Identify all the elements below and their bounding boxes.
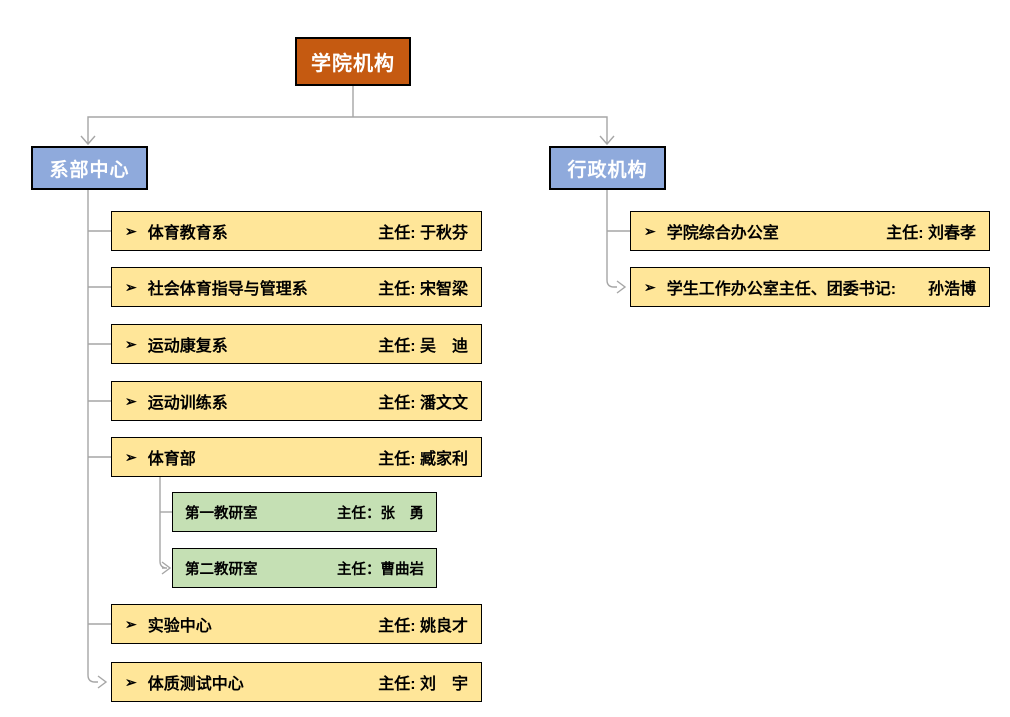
connector-split-bar bbox=[87, 116, 608, 144]
arrow-bullet-icon: ➢ bbox=[125, 279, 137, 295]
dept-head: 主任: 吴 迪 bbox=[378, 338, 468, 355]
dept-head: 主任: 于秋芬 bbox=[378, 225, 468, 242]
dept-name: 学生工作办公室主任、团委书记: bbox=[666, 281, 897, 298]
arrow-bullet-icon: ➢ bbox=[125, 674, 137, 690]
arrowhead-right-sub bbox=[161, 561, 172, 575]
dept-head: 主任: 臧家利 bbox=[378, 451, 468, 468]
dept-name-group: ➢ 社会体育指导与管理系 bbox=[125, 275, 308, 299]
org-node-dept: ➢ 体育部 主任: 臧家利 bbox=[111, 437, 482, 477]
arrow-bullet-icon: ➢ bbox=[125, 393, 137, 409]
org-node-dept: ➢ 体质测试中心 主任: 刘 宇 bbox=[111, 662, 482, 702]
org-node-sub-office: 第一教研室 主任：张 勇 bbox=[172, 492, 437, 532]
arrowhead-right-admin bbox=[616, 280, 627, 294]
branch-label: 行政机构 bbox=[567, 159, 648, 181]
arrow-bullet-icon: ➢ bbox=[125, 223, 137, 239]
dept-name-group: ➢ 实验中心 bbox=[125, 612, 212, 636]
arrow-bullet-icon: ➢ bbox=[125, 336, 137, 352]
dept-name-group: ➢ 体质测试中心 bbox=[125, 670, 244, 694]
arrowhead-down-left bbox=[80, 135, 96, 146]
arrow-bullet-icon: ➢ bbox=[644, 223, 656, 239]
dept-name: 体育部 bbox=[147, 451, 196, 468]
arrow-bullet-icon: ➢ bbox=[125, 616, 137, 632]
dept-name: 运动训练系 bbox=[147, 395, 228, 412]
org-node-root: 学院机构 bbox=[295, 37, 411, 86]
sub-office-name: 第一教研室 bbox=[185, 505, 258, 522]
root-label: 学院机构 bbox=[311, 53, 395, 75]
arrowhead-down-right bbox=[599, 135, 615, 146]
org-node-admin-branch: 行政机构 bbox=[549, 146, 666, 190]
dept-head: 主任: 刘 宇 bbox=[378, 676, 468, 693]
dept-name: 学院综合办公室 bbox=[666, 225, 779, 242]
org-node-dept: ➢ 运动训练系 主任: 潘文文 bbox=[111, 381, 482, 421]
dept-name: 体质测试中心 bbox=[147, 676, 244, 693]
org-node-departments-branch: 系部中心 bbox=[31, 146, 148, 190]
dept-name-group: ➢ 学生工作办公室主任、团委书记: bbox=[644, 275, 896, 299]
sub-office-name: 第二教研室 bbox=[185, 561, 258, 578]
dept-name-group: ➢ 学院综合办公室 bbox=[644, 219, 779, 243]
dept-name: 社会体育指导与管理系 bbox=[147, 281, 308, 298]
sub-office-head: 主任：张 勇 bbox=[337, 505, 424, 522]
dept-head: 主任: 潘文文 bbox=[378, 395, 468, 412]
branch-label: 系部中心 bbox=[49, 159, 130, 181]
connector-left-trunk bbox=[87, 190, 98, 683]
dept-name: 实验中心 bbox=[147, 618, 212, 635]
connector-right-trunk bbox=[606, 190, 617, 288]
dept-head: 孙浩博 bbox=[927, 281, 976, 298]
arrow-bullet-icon: ➢ bbox=[125, 449, 137, 465]
org-node-admin-office: ➢ 学院综合办公室 主任: 刘春孝 bbox=[630, 211, 990, 251]
dept-head: 主任: 姚良才 bbox=[378, 618, 468, 635]
dept-name: 运动康复系 bbox=[147, 338, 228, 355]
org-node-admin-office: ➢ 学生工作办公室主任、团委书记: 孙浩博 bbox=[630, 267, 990, 307]
arrow-bullet-icon: ➢ bbox=[644, 279, 656, 295]
dept-name-group: ➢ 体育部 bbox=[125, 445, 196, 469]
dept-name-group: ➢ 运动康复系 bbox=[125, 332, 228, 356]
org-node-dept: ➢ 体育教育系 主任: 于秋芬 bbox=[111, 211, 482, 251]
sub-office-head: 主任：曹曲岩 bbox=[337, 561, 424, 578]
dept-name-group: ➢ 运动训练系 bbox=[125, 389, 228, 413]
org-node-dept: ➢ 运动康复系 主任: 吴 迪 bbox=[111, 324, 482, 364]
dept-head: 主任: 刘春孝 bbox=[886, 225, 976, 242]
dept-name: 体育教育系 bbox=[147, 225, 228, 242]
org-node-sub-office: 第二教研室 主任：曹曲岩 bbox=[172, 548, 437, 588]
arrowhead-right-bottom-left bbox=[97, 675, 108, 689]
dept-name-group: ➢ 体育教育系 bbox=[125, 219, 228, 243]
connector-sub-trunk bbox=[159, 477, 168, 569]
org-node-dept: ➢ 实验中心 主任: 姚良才 bbox=[111, 604, 482, 644]
dept-head: 主任: 宋智梁 bbox=[378, 281, 468, 298]
org-node-dept: ➢ 社会体育指导与管理系 主任: 宋智梁 bbox=[111, 267, 482, 307]
